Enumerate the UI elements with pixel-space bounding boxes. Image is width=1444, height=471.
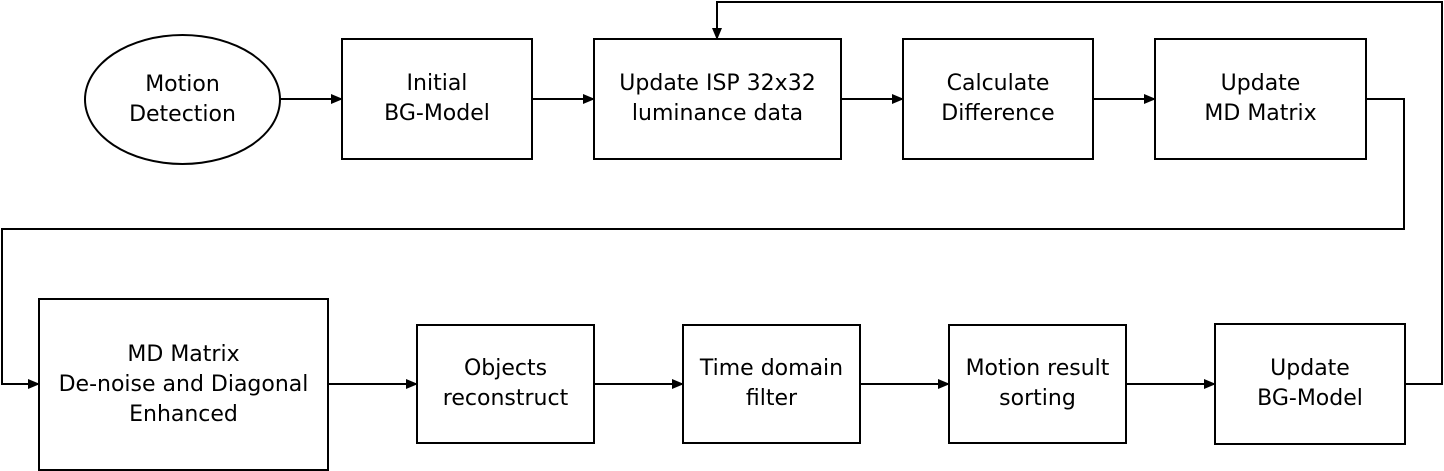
update-isp-luminance-node: Update ISP 32x32 luminance data <box>593 38 842 160</box>
motion-detection-start-node: Motion Detection <box>84 34 281 165</box>
initial-bg-model-node: Initial BG-Model <box>341 38 533 160</box>
arrow-update-md-to-md-denoise <box>1 98 1405 389</box>
time-domain-filter-node: Time domain filter <box>682 324 861 444</box>
update-md-matrix-node: Update MD Matrix <box>1154 38 1367 160</box>
calculate-difference-node: Calculate Difference <box>902 38 1094 160</box>
update-bg-model-node: Update BG-Model <box>1214 323 1406 445</box>
motion-result-sorting-node: Motion result sorting <box>948 324 1127 444</box>
arrow-update-bg-loop-to-update-isp <box>712 1 1443 385</box>
md-matrix-denoise-node: MD Matrix De-noise and Diagonal Enhanced <box>38 298 329 471</box>
objects-reconstruct-node: Objects reconstruct <box>416 324 595 444</box>
